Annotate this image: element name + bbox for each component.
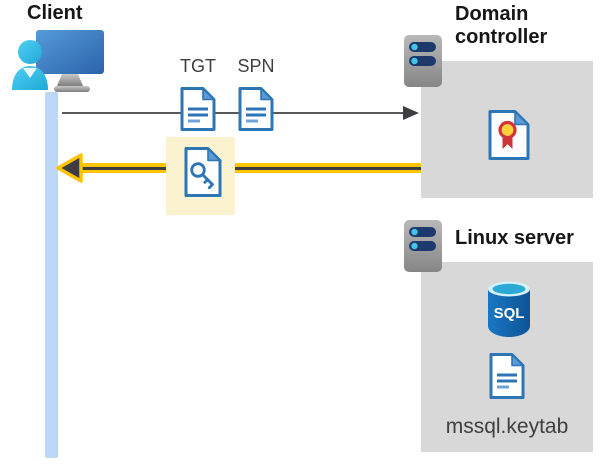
domain-controller-label: Domain controller [455, 3, 548, 48]
request-arrowhead-icon [403, 106, 419, 120]
request-arrow-line [62, 112, 405, 114]
tgt-document-icon [179, 86, 217, 132]
spn-document-icon [237, 86, 275, 132]
spn-label: SPN [237, 56, 275, 76]
domain-controller-server-icon [403, 34, 443, 88]
linux-server-label: Linux server [455, 227, 574, 249]
sql-icon-label: SQL [494, 305, 525, 322]
response-arrow-core [76, 167, 421, 170]
client-lifeline-bar [45, 92, 58, 458]
client-computer-icon [10, 26, 110, 102]
keytab-label: mssql.keytab [445, 415, 569, 438]
keytab-document-icon [488, 352, 526, 400]
linux-server-server-icon [403, 219, 443, 273]
client-label: Client [27, 2, 83, 24]
sql-database-icon: SQL [486, 280, 532, 337]
key-document-icon [183, 146, 223, 198]
certificate-icon [487, 109, 531, 161]
tgt-label: TGT [180, 56, 216, 76]
person-at-monitor-icon [12, 30, 104, 92]
response-arrowhead-icon [55, 152, 83, 184]
